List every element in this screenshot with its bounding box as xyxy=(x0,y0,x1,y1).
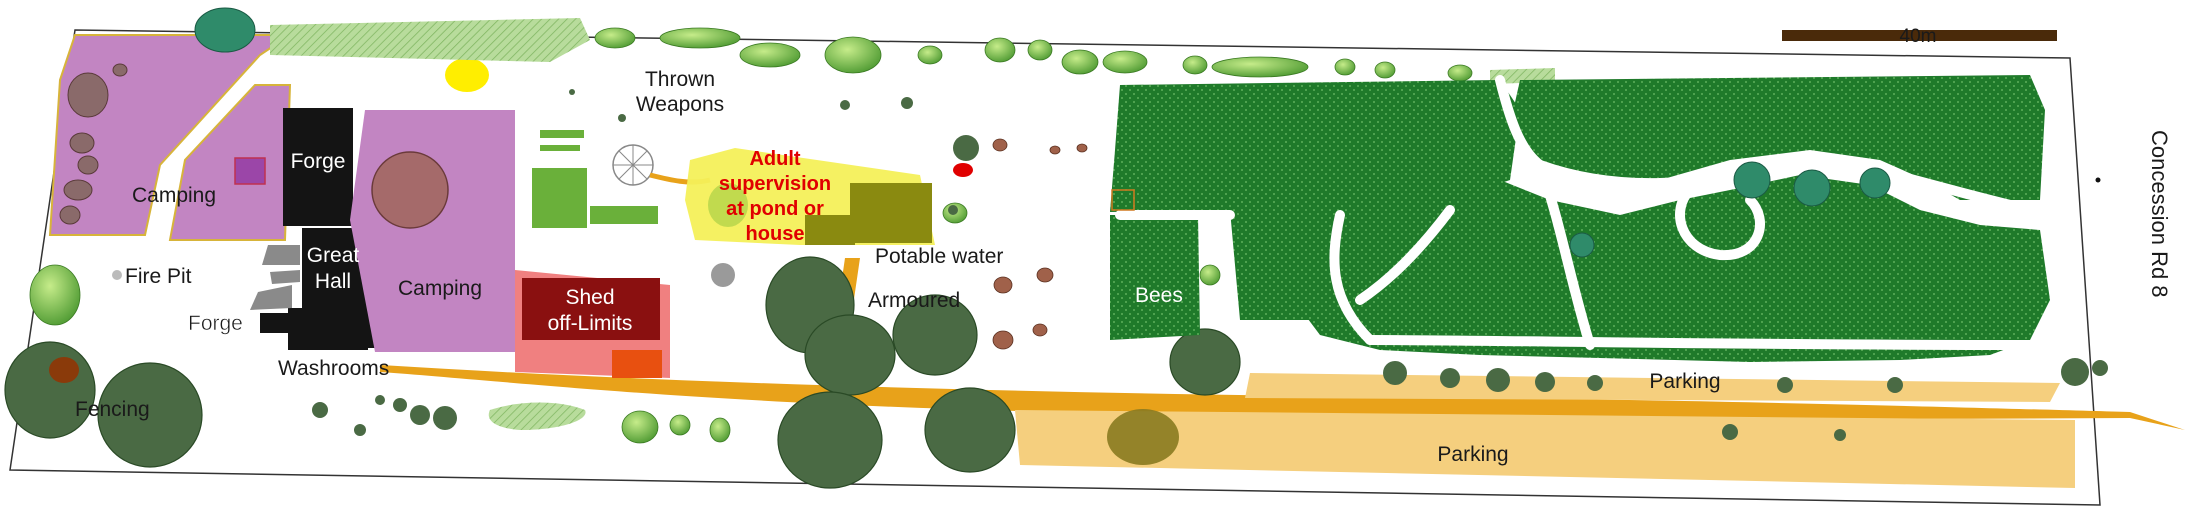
potable-water-label: Potable water xyxy=(875,245,1003,268)
scale-bar-label: 40m xyxy=(1900,26,1937,47)
supervision-label-4: house xyxy=(746,223,805,245)
brown-rocks xyxy=(992,138,1088,350)
bees-fence xyxy=(1111,189,1135,211)
thrown-weapons-greenery xyxy=(532,130,658,228)
camping-mid-mound xyxy=(371,151,449,229)
supervision-label-2: supervision xyxy=(719,173,831,195)
top-shrub-left xyxy=(194,7,256,53)
camping-left-area-2 xyxy=(168,84,292,241)
shed-label-2: off-Limits xyxy=(548,312,633,335)
fencing-marker xyxy=(49,357,79,383)
great-hall-annex xyxy=(288,308,368,350)
forest-teal-trees xyxy=(1569,161,1891,258)
parking-lower-area xyxy=(1015,410,2075,488)
forest-main xyxy=(1110,80,1520,320)
target-lines xyxy=(613,145,653,185)
armoured-trees xyxy=(4,256,1241,489)
supervision-label-1: Adult xyxy=(749,148,800,170)
parking-lower-label: Parking xyxy=(1437,443,1508,466)
forge-top-building xyxy=(283,108,353,226)
small-stones xyxy=(312,89,2108,441)
camping-left-tent xyxy=(234,157,266,185)
pond-building-lower xyxy=(805,215,855,245)
fire-pit-label: Fire Pit xyxy=(125,265,192,288)
grey-marker xyxy=(711,263,735,287)
forest-south xyxy=(1275,170,2050,362)
property-boundary xyxy=(9,29,2101,506)
road-label: Concession Rd 8 xyxy=(2147,130,2172,298)
great-hall-label-2: Hall xyxy=(315,270,351,293)
forest-west-bees xyxy=(1110,215,1200,340)
fencing-label: Fencing xyxy=(75,398,150,421)
grey-structures xyxy=(250,245,300,310)
left-rocks xyxy=(59,63,128,225)
great-hall-label-1: Great xyxy=(307,244,360,267)
fire-pit-marker xyxy=(112,270,122,280)
yellow-marker xyxy=(445,58,489,92)
shed-annex xyxy=(612,350,662,378)
shed-label-1: Shed xyxy=(565,286,614,309)
forest-east xyxy=(1510,75,2045,200)
pond-building xyxy=(850,183,932,243)
olive-tree xyxy=(1107,409,1179,465)
road-marker xyxy=(2095,177,2101,183)
forge-bottom-label: Forge xyxy=(188,312,243,335)
top-hedge xyxy=(270,18,590,62)
shed-building xyxy=(522,278,660,340)
thrown-weapons-label-2: Weapons xyxy=(636,93,724,116)
camping-mid-label: Camping xyxy=(398,277,482,300)
scale-bar xyxy=(1782,30,2057,41)
red-marker xyxy=(953,163,973,177)
camping-mid-area xyxy=(350,110,515,352)
forest-clearing-small xyxy=(1250,208,1290,236)
washrooms-label: Washrooms xyxy=(278,357,389,380)
armoured-label: Armoured xyxy=(868,289,960,312)
camping-left-label: Camping xyxy=(132,184,216,207)
parking-upper-label: Parking xyxy=(1649,370,1720,393)
thrown-weapons-label-1: Thrown xyxy=(645,68,715,91)
bees-label: Bees xyxy=(1135,284,1183,307)
forge-bottom-building xyxy=(260,313,290,333)
supervision-label-3: at pond or xyxy=(726,198,824,220)
forge-top-label: Forge xyxy=(291,150,346,173)
bottom-hedge xyxy=(488,402,586,430)
pond-shrub xyxy=(708,183,748,227)
